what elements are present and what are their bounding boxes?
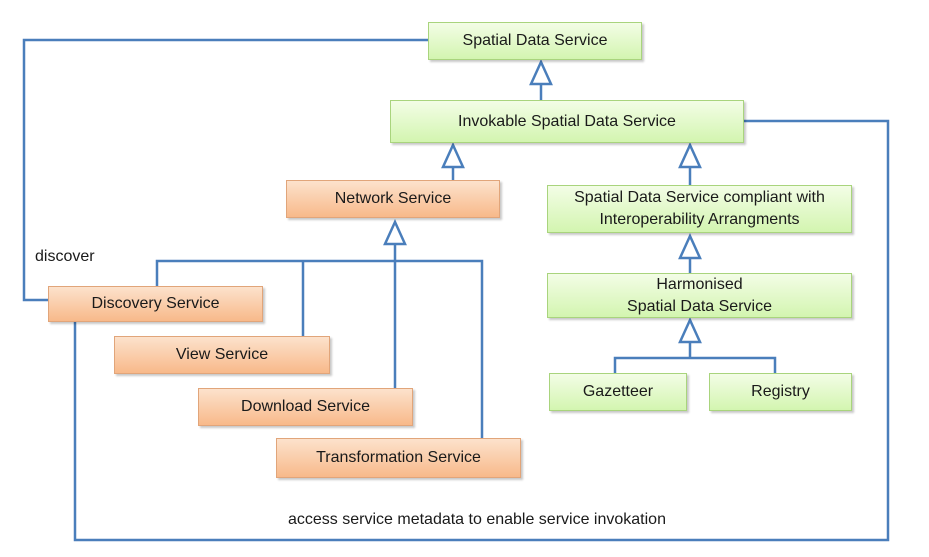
compliant-service-label: Spatial Data Service compliant with Inte… [574, 189, 825, 228]
arrowhead-sds [529, 58, 553, 86]
view-service-label: View Service [175, 346, 269, 363]
discover-label: discover [35, 248, 95, 265]
gazetteer-box: Gazetteer [549, 373, 687, 411]
gazetteer-label: Gazetteer [582, 383, 654, 400]
download-service-label: Download Service [241, 398, 370, 415]
access-metadata-connector [73, 119, 890, 542]
arrowhead-invokable-left [441, 141, 465, 169]
discovery-service-label: Discovery Service [91, 295, 220, 312]
edge-network-bus [155, 259, 484, 438]
arrowhead-invokable-right [678, 141, 702, 169]
edge-gazetteer-registry-bus [613, 356, 777, 373]
discover-connector [22, 38, 428, 302]
spatial-data-service-label: Spatial Data Service [462, 32, 608, 49]
discovery-service-box: Discovery Service [48, 286, 263, 322]
access-metadata-label: access service metadata to enable servic… [288, 511, 666, 528]
registry-box: Registry [709, 373, 852, 411]
compliant-service-box: Spatial Data Service compliant with Inte… [547, 185, 852, 233]
transformation-service-box: Transformation Service [276, 438, 521, 478]
harmonised-service-label: Harmonised Spatial Data Service [627, 275, 772, 315]
network-service-box: Network Service [286, 180, 500, 218]
arrowhead-compliant [678, 232, 702, 260]
invokable-spatial-data-service-box: Invokable Spatial Data Service [390, 100, 744, 143]
arrowhead-harmonised [678, 316, 702, 344]
arrowhead-network [383, 218, 407, 246]
download-service-box: Download Service [198, 388, 413, 426]
spatial-data-service-box: Spatial Data Service [428, 22, 642, 60]
view-service-box: View Service [114, 336, 330, 374]
invokable-spatial-data-service-label: Invokable Spatial Data Service [458, 112, 676, 130]
transformation-service-label: Transformation Service [316, 449, 481, 466]
harmonised-service-box: Harmonised Spatial Data Service [547, 273, 852, 318]
registry-label: Registry [751, 383, 810, 400]
network-service-label: Network Service [334, 190, 452, 207]
